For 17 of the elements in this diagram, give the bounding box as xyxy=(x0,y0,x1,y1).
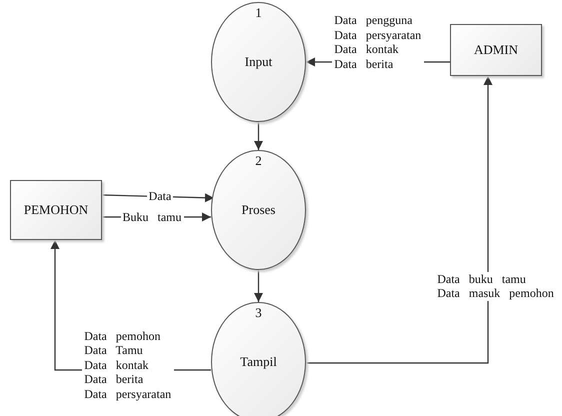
edge-label: Data buku tamu Data masuk pemohon xyxy=(435,272,557,300)
edge-label: Buku tamu xyxy=(120,210,184,224)
process-number: 3 xyxy=(255,305,262,321)
process-number: 2 xyxy=(255,153,262,169)
edge-label: Data pengguna Data persyaratan Data kontak Data berita xyxy=(332,13,424,71)
entity-name: PEMOHON xyxy=(24,202,88,218)
process-name: Proses xyxy=(242,202,276,218)
process-name: Tampil xyxy=(240,354,277,370)
process-name: Input xyxy=(244,54,272,70)
entity-box xyxy=(10,180,102,240)
edge-label: Data pemohon Data Tamu Data kontak Data berita Data persyaratan xyxy=(82,328,174,402)
entity-name: ADMIN xyxy=(474,42,518,58)
arrow xyxy=(254,270,263,302)
entity-box xyxy=(450,24,542,76)
arrow xyxy=(254,122,263,150)
arrow xyxy=(306,76,492,364)
process-number: 1 xyxy=(255,5,262,21)
